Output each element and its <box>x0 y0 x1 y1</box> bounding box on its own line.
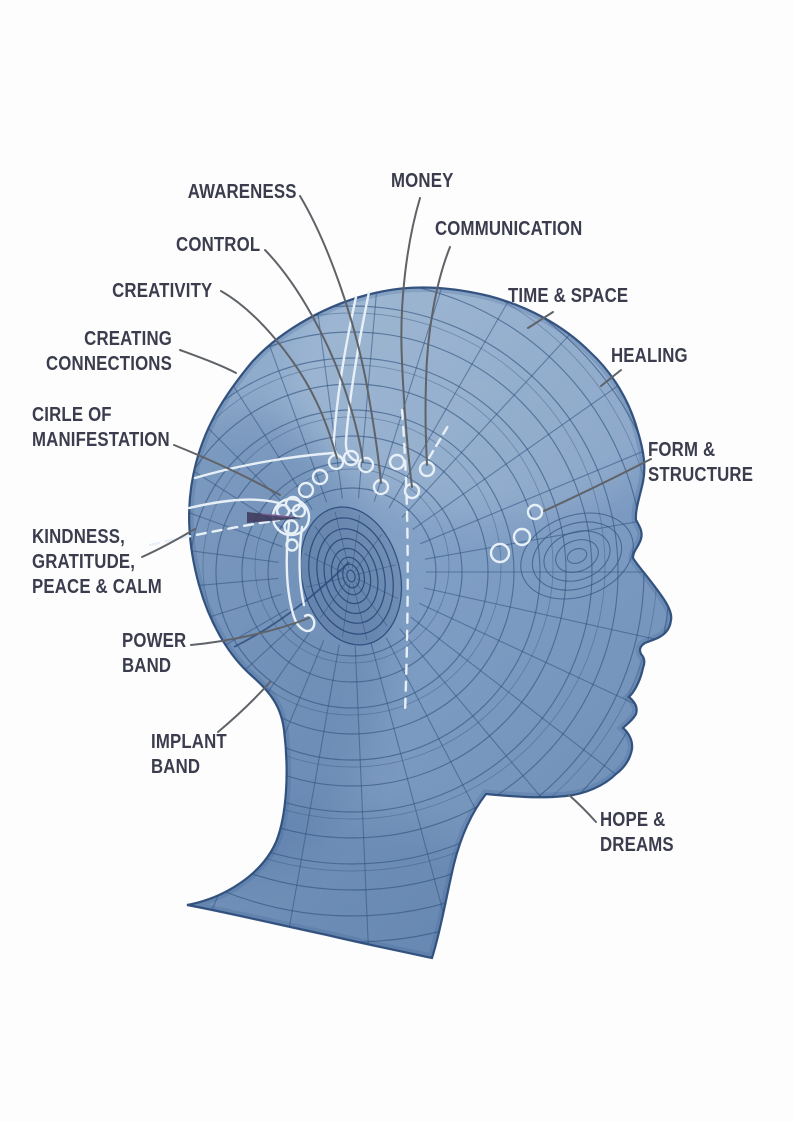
label-text: FORM & <box>648 439 716 461</box>
label-text: BAND <box>122 655 172 677</box>
label-text: MANIFESTATION <box>32 429 170 451</box>
label-text: POWER <box>122 630 187 652</box>
label-text: MONEY <box>391 170 454 192</box>
leader-creativity <box>220 290 338 459</box>
crown-band-line-2 <box>344 290 371 463</box>
leader-time-space <box>527 311 554 329</box>
label-hope-dreams: HOPE & DREAMS <box>600 808 674 858</box>
label-creativity: CREATIVITY <box>112 279 212 304</box>
back-band-line-1 <box>193 451 335 480</box>
power-band-loop-inner <box>298 525 306 607</box>
label-power-band: POWER BAND <box>122 629 186 679</box>
dashed-band-vertical <box>400 408 409 715</box>
label-text: CREATING <box>84 328 172 350</box>
head-shadow-neck <box>187 810 500 959</box>
label-text: HOPE & <box>600 809 666 831</box>
leader-money <box>400 197 421 488</box>
label-money: MONEY <box>391 169 453 194</box>
eye-mesh <box>520 512 634 600</box>
label-text: GRATITUDE, <box>32 551 136 573</box>
label-creating-connections: CREATING CONNECTIONS <box>46 327 172 377</box>
leader-control <box>264 249 364 463</box>
label-text: CONNECTIONS <box>46 353 172 375</box>
label-text: COMMUNICATION <box>435 218 583 240</box>
label-text: DREAMS <box>600 834 674 856</box>
leader-power-band <box>190 617 310 646</box>
label-healing: HEALING <box>611 344 688 369</box>
leader-awareness <box>299 195 382 484</box>
label-circle-of-manifestation: CIRLE OF MANIFESTATION <box>32 403 170 453</box>
label-text: CREATIVITY <box>111 280 212 302</box>
leader-creating-connections <box>179 349 237 374</box>
label-kindness: KINDNESS, GRATITUDE, PEACE & CALM <box>32 525 162 600</box>
leader-kindness <box>141 528 196 558</box>
label-implant-band: IMPLANT BAND <box>151 730 227 780</box>
label-text: CONTROL <box>175 234 260 256</box>
white-annotations <box>148 290 544 715</box>
ear-mesh <box>299 506 403 646</box>
label-time-space: TIME & SPACE <box>508 284 628 309</box>
label-control: CONTROL <box>176 233 260 258</box>
label-form-structure: FORM & STRUCTURE <box>648 438 753 488</box>
label-text: KINDNESS, <box>32 526 126 548</box>
leader-form-structure <box>543 458 652 512</box>
temple-circles <box>489 503 544 564</box>
label-text: CIRLE OF <box>32 404 112 426</box>
needle-arrow <box>247 512 304 523</box>
label-communication: COMMUNICATION <box>435 217 582 242</box>
leader-circle-of-manifestation <box>173 444 281 496</box>
label-text: TIME & SPACE <box>508 285 629 307</box>
label-awareness: AWARENESS <box>188 180 297 205</box>
leader-hope-dreams <box>568 794 597 823</box>
leader-lines <box>141 195 652 823</box>
leader-healing <box>600 369 622 387</box>
power-band-loop <box>285 521 316 633</box>
label-text: IMPLANT <box>151 731 227 753</box>
label-text: STRUCTURE <box>648 464 754 486</box>
leader-implant-band <box>217 681 271 733</box>
leader-communication <box>424 246 451 466</box>
label-text: AWARENESS <box>188 181 297 203</box>
dashed-band-horizontal <box>148 518 281 547</box>
back-band-line-2 <box>187 498 281 510</box>
label-text: PEACE & CALM <box>32 576 162 598</box>
label-text: HEALING <box>611 345 688 367</box>
label-text: BAND <box>151 756 201 778</box>
dashed-band-branch <box>427 424 450 460</box>
